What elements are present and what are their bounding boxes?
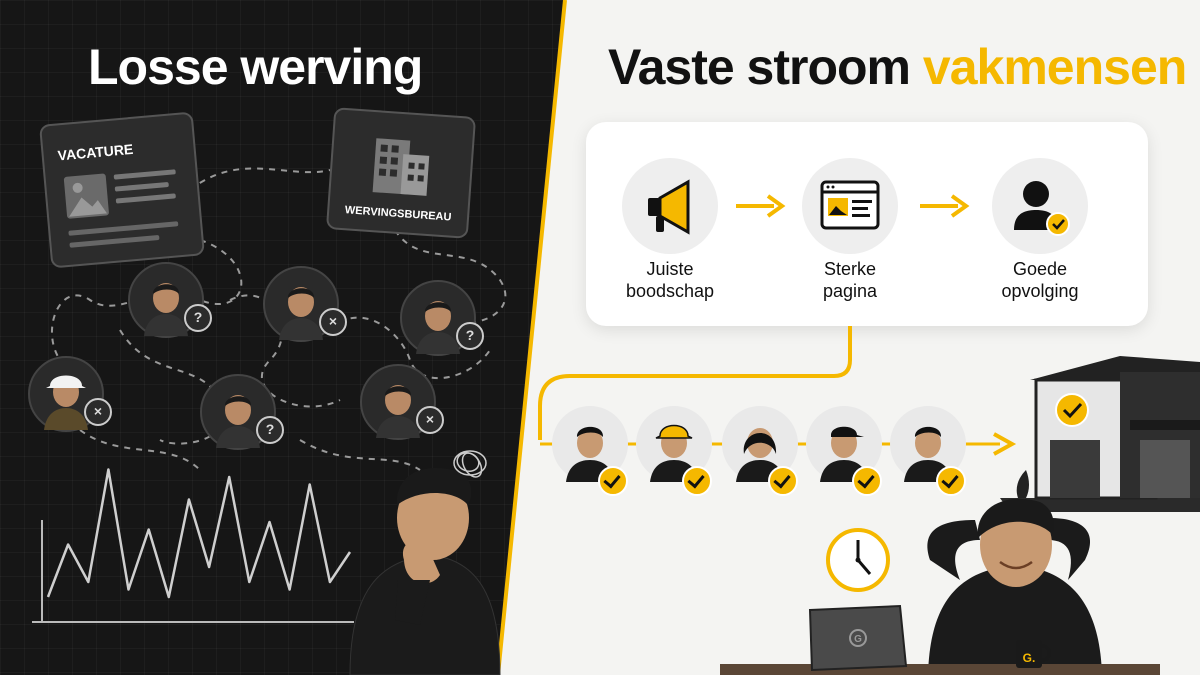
step-3-line-1: Goede xyxy=(1012,259,1068,279)
building-check-icon xyxy=(1055,393,1089,427)
check-badge-icon xyxy=(682,466,712,496)
arrow-right-icon xyxy=(736,194,786,218)
person-icon xyxy=(44,375,88,430)
thought-scribble-icon xyxy=(453,450,487,478)
process-flow-panel: Juiste boodschap Sterke pagina xyxy=(586,122,1148,326)
person-icon xyxy=(416,301,460,354)
step-2-line-2: pagina xyxy=(822,281,878,301)
arrow-right-icon xyxy=(920,194,970,218)
step-2-circle xyxy=(802,158,898,254)
person-icon xyxy=(376,385,420,438)
mug-label: G. xyxy=(1023,651,1036,665)
step-3-circle xyxy=(992,158,1088,254)
left-title: Losse werving xyxy=(88,39,423,95)
right-title-accent: vakmensen xyxy=(922,39,1187,95)
right-title-main: Vaste stroom xyxy=(608,39,923,95)
step-1-label: Juiste boodschap xyxy=(595,258,745,302)
person-icon xyxy=(144,283,188,336)
vacancy-card: VACATURE xyxy=(39,111,205,269)
laptop-icon xyxy=(808,604,908,672)
chart-series-line xyxy=(46,468,352,599)
right-title: Vaste stroom vakmensen xyxy=(608,38,1187,96)
step-1-line-1: Juiste xyxy=(646,259,694,279)
recruitment-agency-card: WERVINGSBUREAU xyxy=(325,107,477,239)
check-badge-icon xyxy=(852,466,882,496)
candidate-avatar xyxy=(400,280,476,356)
step-1-line-2: boodschap xyxy=(625,281,715,301)
confused-man-illustration xyxy=(349,450,501,675)
candidate-avatar xyxy=(263,266,339,342)
erratic-chart xyxy=(32,468,354,623)
question-badge-icon: ? xyxy=(456,322,484,350)
check-badge-icon xyxy=(936,466,966,496)
office-building-icon xyxy=(372,138,430,196)
megaphone-icon xyxy=(648,179,690,235)
image-placeholder-icon xyxy=(63,169,179,248)
reject-badge-icon: × xyxy=(84,398,112,426)
check-badge-icon xyxy=(768,466,798,496)
reject-badge-icon: × xyxy=(416,406,444,434)
laptop-logo: G xyxy=(854,634,862,645)
person-check-icon xyxy=(1014,181,1070,236)
webpage-icon xyxy=(820,180,880,230)
check-badge-icon xyxy=(598,466,628,496)
question-badge-icon: ? xyxy=(256,416,284,444)
reject-badge-icon: × xyxy=(319,308,347,336)
step-2-label: Sterke pagina xyxy=(775,258,925,302)
step-1-circle xyxy=(622,158,718,254)
step-3-label: Goede opvolging xyxy=(965,258,1115,302)
desk xyxy=(720,664,1160,675)
step-2-line-1: Sterke xyxy=(823,259,877,279)
candidate-avatar xyxy=(360,364,436,440)
plant-icon xyxy=(1016,470,1029,498)
step-3-line-2: opvolging xyxy=(1001,281,1079,301)
person-icon xyxy=(216,395,260,448)
question-badge-icon: ? xyxy=(184,304,212,332)
coffee-mug-icon xyxy=(1016,640,1042,668)
person-icon xyxy=(279,287,323,340)
